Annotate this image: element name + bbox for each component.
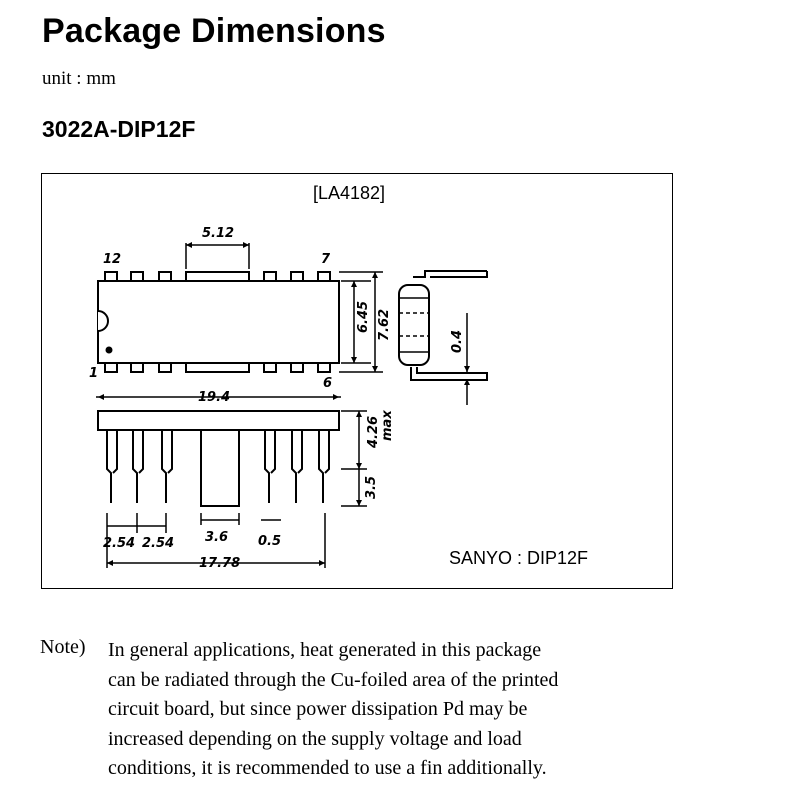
front-body — [97, 410, 340, 431]
side-lead-top — [413, 270, 488, 278]
pin-top — [263, 271, 277, 282]
notch — [97, 310, 109, 332]
pin1-dot — [105, 346, 113, 354]
pin-bottom — [290, 362, 304, 373]
front-tab — [200, 430, 240, 507]
drawing-frame — [41, 173, 673, 589]
pin-bottom — [158, 362, 172, 373]
dim-lead-length: 3.5 — [364, 476, 379, 499]
pin-top — [130, 271, 144, 282]
side-lead-bottom — [410, 367, 488, 381]
top-tab — [185, 271, 250, 282]
pin-bottom — [317, 362, 331, 373]
maker-label: SANYO : DIP12F — [449, 548, 588, 568]
pin-top — [290, 271, 304, 282]
page-title: Package Dimensions — [42, 12, 386, 50]
side-body — [398, 284, 430, 366]
pin-top — [317, 271, 331, 282]
note-line: In general applications, heat generated … — [108, 639, 542, 661]
dim-body-length: 19.4 — [198, 390, 230, 405]
note-label: Note) — [40, 636, 86, 658]
dim-outer-height: 7.62 — [377, 309, 392, 341]
dim-top-tab: 5.12 — [202, 226, 234, 241]
note-line: increased depending on the supply voltag… — [108, 727, 522, 750]
pin-bottom — [130, 362, 144, 373]
dim-body-height-suffix: max — [380, 410, 395, 441]
note-line: conditions, it is recommended to use a f… — [108, 757, 547, 779]
pin-top — [158, 271, 172, 282]
pin-top — [104, 271, 118, 282]
dim-inner-height: 6.45 — [356, 301, 371, 333]
pin-1-label: 1 — [89, 366, 98, 381]
unit-label: unit : mm — [42, 68, 116, 89]
package-drawing: [LA4182] 5.12 12 7 1 6 19.4 6.45 7.62 0.… — [89, 183, 588, 571]
dim-tab-width: 3.6 — [205, 530, 228, 545]
pin-bottom — [263, 362, 277, 373]
pin-12-label: 12 — [103, 252, 121, 267]
package-code: 3022A-DIP12F — [42, 116, 196, 142]
bottom-tab — [185, 362, 250, 373]
note-line: circuit board, but since power dissipati… — [108, 698, 528, 720]
dim-lead-thickness: 0.4 — [450, 330, 465, 353]
part-label: [LA4182] — [313, 183, 385, 203]
pin-bottom — [104, 362, 118, 373]
dim-lead-width: 0.5 — [258, 534, 281, 549]
top-view-body — [97, 280, 340, 364]
dim-total-pitch: 17.78 — [199, 556, 240, 571]
note-text: In general applications, heat generated … — [108, 636, 688, 784]
dim-pitch-2: 2.54 — [142, 536, 174, 551]
pin-6-label: 6 — [323, 376, 332, 391]
dim-pitch-1: 2.54 — [103, 536, 135, 551]
pin-7-label: 7 — [321, 252, 331, 267]
note-line: can be radiated through the Cu-foiled ar… — [108, 668, 559, 691]
dim-body-height: 4.26 — [366, 416, 381, 449]
